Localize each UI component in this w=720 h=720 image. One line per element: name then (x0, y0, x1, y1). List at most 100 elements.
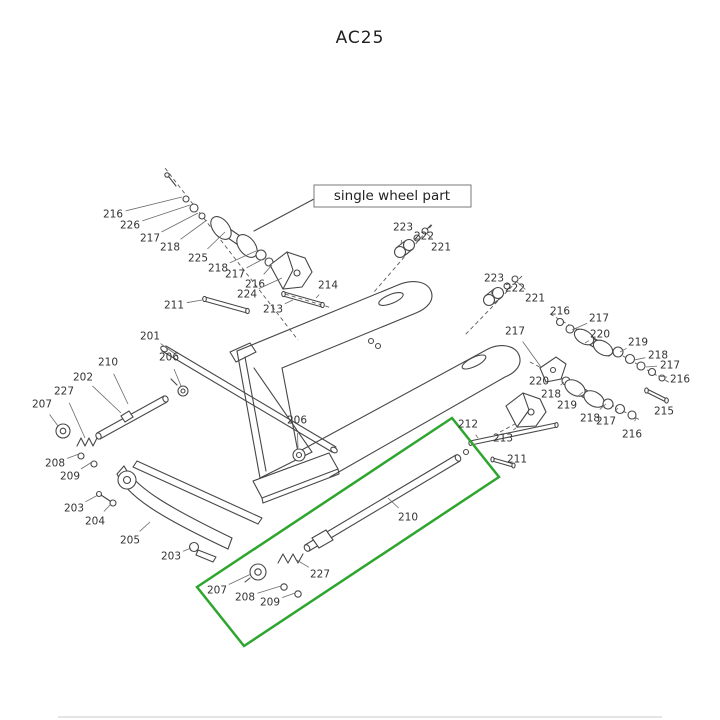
upper-left-wheel-assembly (164, 172, 325, 309)
frame (132, 281, 521, 525)
part-callout-219: 219 (557, 400, 577, 412)
leader-line-221 (515, 280, 526, 290)
part-callout-209: 209 (260, 597, 280, 609)
part-callout-204: 204 (85, 516, 105, 528)
leader-line-208 (67, 453, 80, 459)
part-callout-218: 218 (208, 263, 228, 275)
leader-line-218 (180, 219, 208, 240)
part-callout-217: 217 (140, 233, 160, 245)
leader-line-216 (657, 375, 668, 378)
part-callout-220: 220 (590, 329, 610, 341)
part-callout-216: 216 (550, 306, 570, 318)
leader-line-204 (103, 503, 112, 512)
leader-line-217 (614, 407, 619, 412)
part-callout-216: 216 (670, 374, 690, 386)
leader-line-202 (92, 385, 122, 414)
highlight-box (195, 416, 501, 648)
part-callout-227: 227 (310, 569, 330, 581)
part-callout-217: 217 (505, 326, 525, 338)
part-callout-216: 216 (103, 209, 123, 221)
part-callout-202: 202 (73, 372, 93, 384)
leader-line-218 (599, 403, 607, 410)
leader-line-208 (257, 585, 282, 594)
part-callout-213: 213 (263, 304, 283, 316)
leader-line-210 (387, 497, 399, 509)
part-callout-203: 203 (161, 551, 181, 563)
part-callout-218: 218 (648, 350, 668, 362)
page-title: AC25 (336, 28, 385, 48)
leader-line-206 (297, 432, 299, 449)
part-callout-221: 221 (431, 242, 451, 254)
leader-line-203 (85, 494, 99, 503)
leader-line-206 (173, 368, 182, 387)
annotation-box: single wheel part (253, 184, 472, 232)
part-callout-211: 211 (164, 300, 184, 312)
part-callout-218: 218 (160, 242, 180, 254)
leader-line-217 (161, 212, 199, 233)
part-callout-214: 214 (318, 280, 338, 292)
part-callout-209: 209 (60, 471, 80, 483)
leader-line-218 (633, 357, 646, 361)
part-callout-205: 205 (120, 535, 140, 547)
leader-line-207 (228, 573, 252, 585)
annotation-box-frame (313, 184, 472, 208)
leader-line-217 (522, 341, 542, 368)
rod-211-upper (202, 295, 250, 315)
leader-line-203 (182, 547, 192, 552)
part-callout-207: 207 (32, 399, 52, 411)
leader-line-227 (68, 402, 86, 439)
part-callout-217: 217 (596, 416, 616, 428)
rod-212 (468, 422, 559, 446)
leader-line-219 (619, 347, 627, 353)
part-callout-213: 213 (493, 433, 513, 445)
leader-line-227 (294, 558, 310, 568)
right-roller-parts (482, 275, 519, 307)
leader-line-217 (645, 365, 658, 368)
annotation-box-label: single wheel part (334, 188, 450, 204)
leader-line-213 (284, 299, 294, 305)
leader-line-216 (634, 415, 637, 422)
part-callout-222: 222 (414, 231, 434, 243)
upper-roller-parts (393, 224, 432, 259)
part-callout-216: 216 (622, 429, 642, 441)
part-callout-208: 208 (45, 458, 65, 470)
part-callout-207: 207 (207, 585, 227, 597)
callouts-layer: 2162262172182252182172162242132142112012… (32, 196, 690, 609)
bottom-axle-assembly (244, 448, 470, 598)
part-callout-212: 212 (458, 419, 478, 431)
part-callout-224: 224 (237, 289, 257, 301)
leader-line-210 (113, 373, 129, 405)
part-callout-225: 225 (188, 253, 208, 265)
part-callout-215: 215 (654, 406, 674, 418)
leader-line-207 (49, 414, 59, 427)
part-callout-217: 217 (589, 313, 609, 325)
part-callout-218: 218 (580, 413, 600, 425)
leader-line-224 (258, 277, 283, 289)
part-callout-226: 226 (120, 220, 140, 232)
leader-line-214 (315, 294, 320, 299)
leader-line-217 (246, 257, 266, 269)
leader-line-209 (80, 461, 93, 470)
leader-line-223 (490, 290, 493, 296)
lever-assembly (95, 465, 233, 563)
leader-line-216 (125, 196, 183, 212)
leader-line-223 (400, 239, 402, 246)
leader-line-218 (560, 381, 565, 386)
leader-line-205 (139, 521, 151, 532)
leader-line-213 (513, 427, 517, 431)
leader-line-220 (584, 340, 590, 344)
leader-line-211 (186, 299, 203, 304)
part-callout-210: 210 (98, 357, 118, 369)
part-callout-222: 222 (505, 283, 525, 295)
left-axle-assembly (55, 395, 169, 468)
leader-line-217 (571, 322, 588, 331)
part-callout-218: 218 (541, 389, 561, 401)
rod-201 (160, 345, 338, 454)
leader-line-201 (160, 343, 179, 357)
part-callout-206: 206 (287, 415, 307, 427)
part-callout-203: 203 (64, 503, 84, 515)
part-callout-208: 208 (235, 592, 255, 604)
part-callout-223: 223 (484, 273, 504, 285)
